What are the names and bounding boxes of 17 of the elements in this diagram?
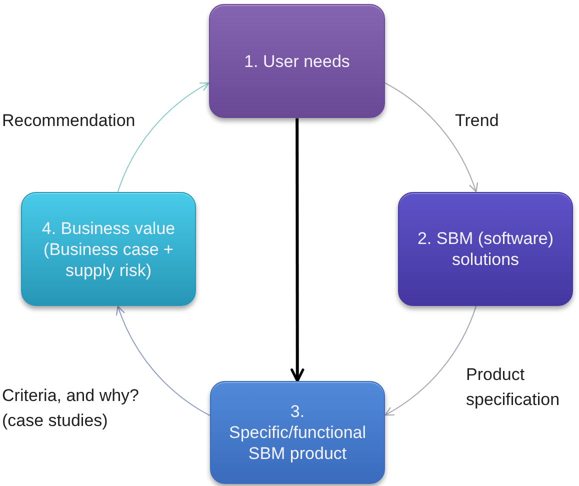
arrow xyxy=(290,118,304,382)
curved-arrow xyxy=(384,82,478,192)
box-label: 4. Business value (Business case + supply risk) xyxy=(40,218,176,280)
curved-arrow xyxy=(384,306,477,416)
box-label: 1. User needs xyxy=(244,50,350,72)
edge-label: Trend xyxy=(455,110,499,132)
process-box xyxy=(21,192,196,306)
process-box xyxy=(209,4,385,118)
box-label: 2. SBM (software) solutions xyxy=(416,228,555,270)
edge-label: Criteria, and why? (case studies) xyxy=(2,385,140,432)
box-label: 3. Specific/functional SBM product xyxy=(228,401,368,464)
curved-arrow xyxy=(117,82,210,192)
process-box xyxy=(210,381,385,484)
process-box xyxy=(398,192,573,306)
edge-label: Recommendation xyxy=(2,110,136,132)
edge-label: Product specification xyxy=(466,364,561,411)
curved-arrow xyxy=(116,306,210,416)
